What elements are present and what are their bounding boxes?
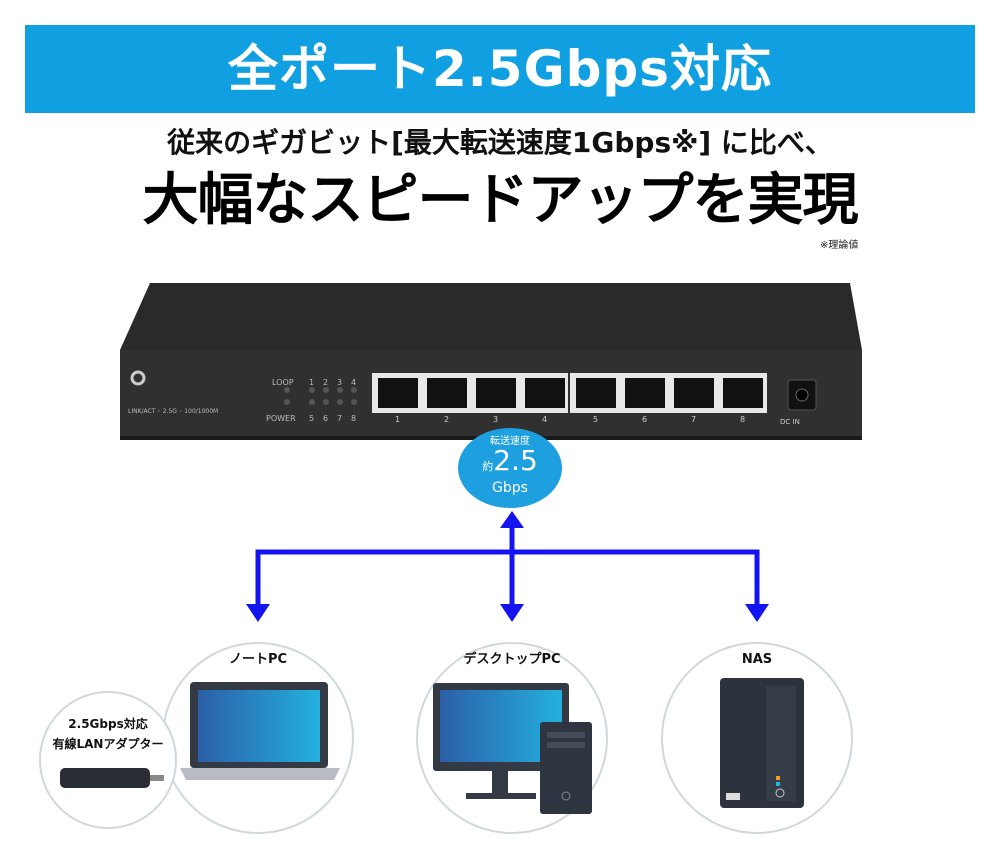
port-led — [323, 387, 329, 393]
port-number: 8 — [740, 415, 746, 424]
ethernet-port-icon — [576, 378, 616, 408]
desktop-pc-icon — [433, 683, 592, 814]
adapter-label-2: 有線LANアダプター — [52, 737, 164, 751]
speed-prefix: 約 — [482, 459, 494, 473]
port-led — [309, 387, 315, 393]
loop-label: LOOP — [272, 378, 294, 387]
led-number: 6 — [323, 414, 329, 423]
device-label-desktop: デスクトップPC — [463, 652, 561, 667]
speed-label: 転送速度 — [490, 436, 530, 447]
port-number: 4 — [542, 415, 548, 424]
port-led — [351, 399, 357, 405]
led-legend: LINK/ACT ◦ 2.5G ◦ 100/1000M — [128, 408, 219, 415]
headline: 大幅なスピードアップを実現 — [142, 168, 859, 233]
led-number: 1 — [309, 378, 315, 387]
port-led — [309, 399, 315, 405]
ethernet-port-icon — [525, 378, 565, 408]
power-label: POWER — [266, 414, 296, 423]
device-label-laptop: ノートPC — [228, 652, 288, 667]
speed-value: 2.5 — [493, 443, 538, 477]
port-number: 7 — [691, 415, 697, 424]
port-led — [337, 399, 343, 405]
nas-icon — [720, 678, 804, 808]
laptop-icon — [180, 682, 340, 780]
ethernet-port-icon — [476, 378, 516, 408]
usb-lan-adapter-icon — [60, 768, 164, 788]
adapter-circle — [39, 691, 177, 829]
port-led — [337, 387, 343, 393]
device-label-nas: NAS — [741, 652, 773, 667]
port-number: 3 — [493, 415, 499, 424]
port-number: 5 — [593, 415, 599, 424]
ethernet-port-icon — [625, 378, 665, 408]
connection-arrows — [246, 511, 769, 622]
led-number: 7 — [337, 414, 343, 423]
port-number: 1 — [395, 415, 401, 424]
subtitle: 従来のギガビット[最大転送速度1Gbps※] に比べ、 — [167, 126, 833, 159]
ethernet-port-icon — [427, 378, 467, 408]
port-number: 2 — [444, 415, 450, 424]
ethernet-port-icon — [674, 378, 714, 408]
speed-badge: 転送速度 約2.5 Gbps — [458, 428, 562, 508]
led-number: 5 — [309, 414, 315, 423]
port-led — [351, 387, 357, 393]
port-led — [323, 399, 329, 405]
speed-unit: Gbps — [492, 479, 528, 496]
dc-in-label: DC IN — [780, 418, 800, 426]
brand-logo-icon — [130, 370, 146, 386]
port-number: 6 — [642, 415, 648, 424]
ethernet-port-icon — [378, 378, 418, 408]
led-number: 3 — [337, 378, 343, 387]
led-number: 4 — [351, 378, 357, 387]
network-switch — [120, 283, 862, 440]
led-number: 8 — [351, 414, 357, 423]
banner-title: 全ポート2.5Gbps対応 — [25, 25, 975, 113]
ethernet-port-icon — [723, 378, 763, 408]
adapter-label-1: 2.5Gbps対応 — [68, 717, 148, 731]
footnote: ※理論値 — [820, 240, 859, 251]
led-number: 2 — [323, 378, 329, 387]
